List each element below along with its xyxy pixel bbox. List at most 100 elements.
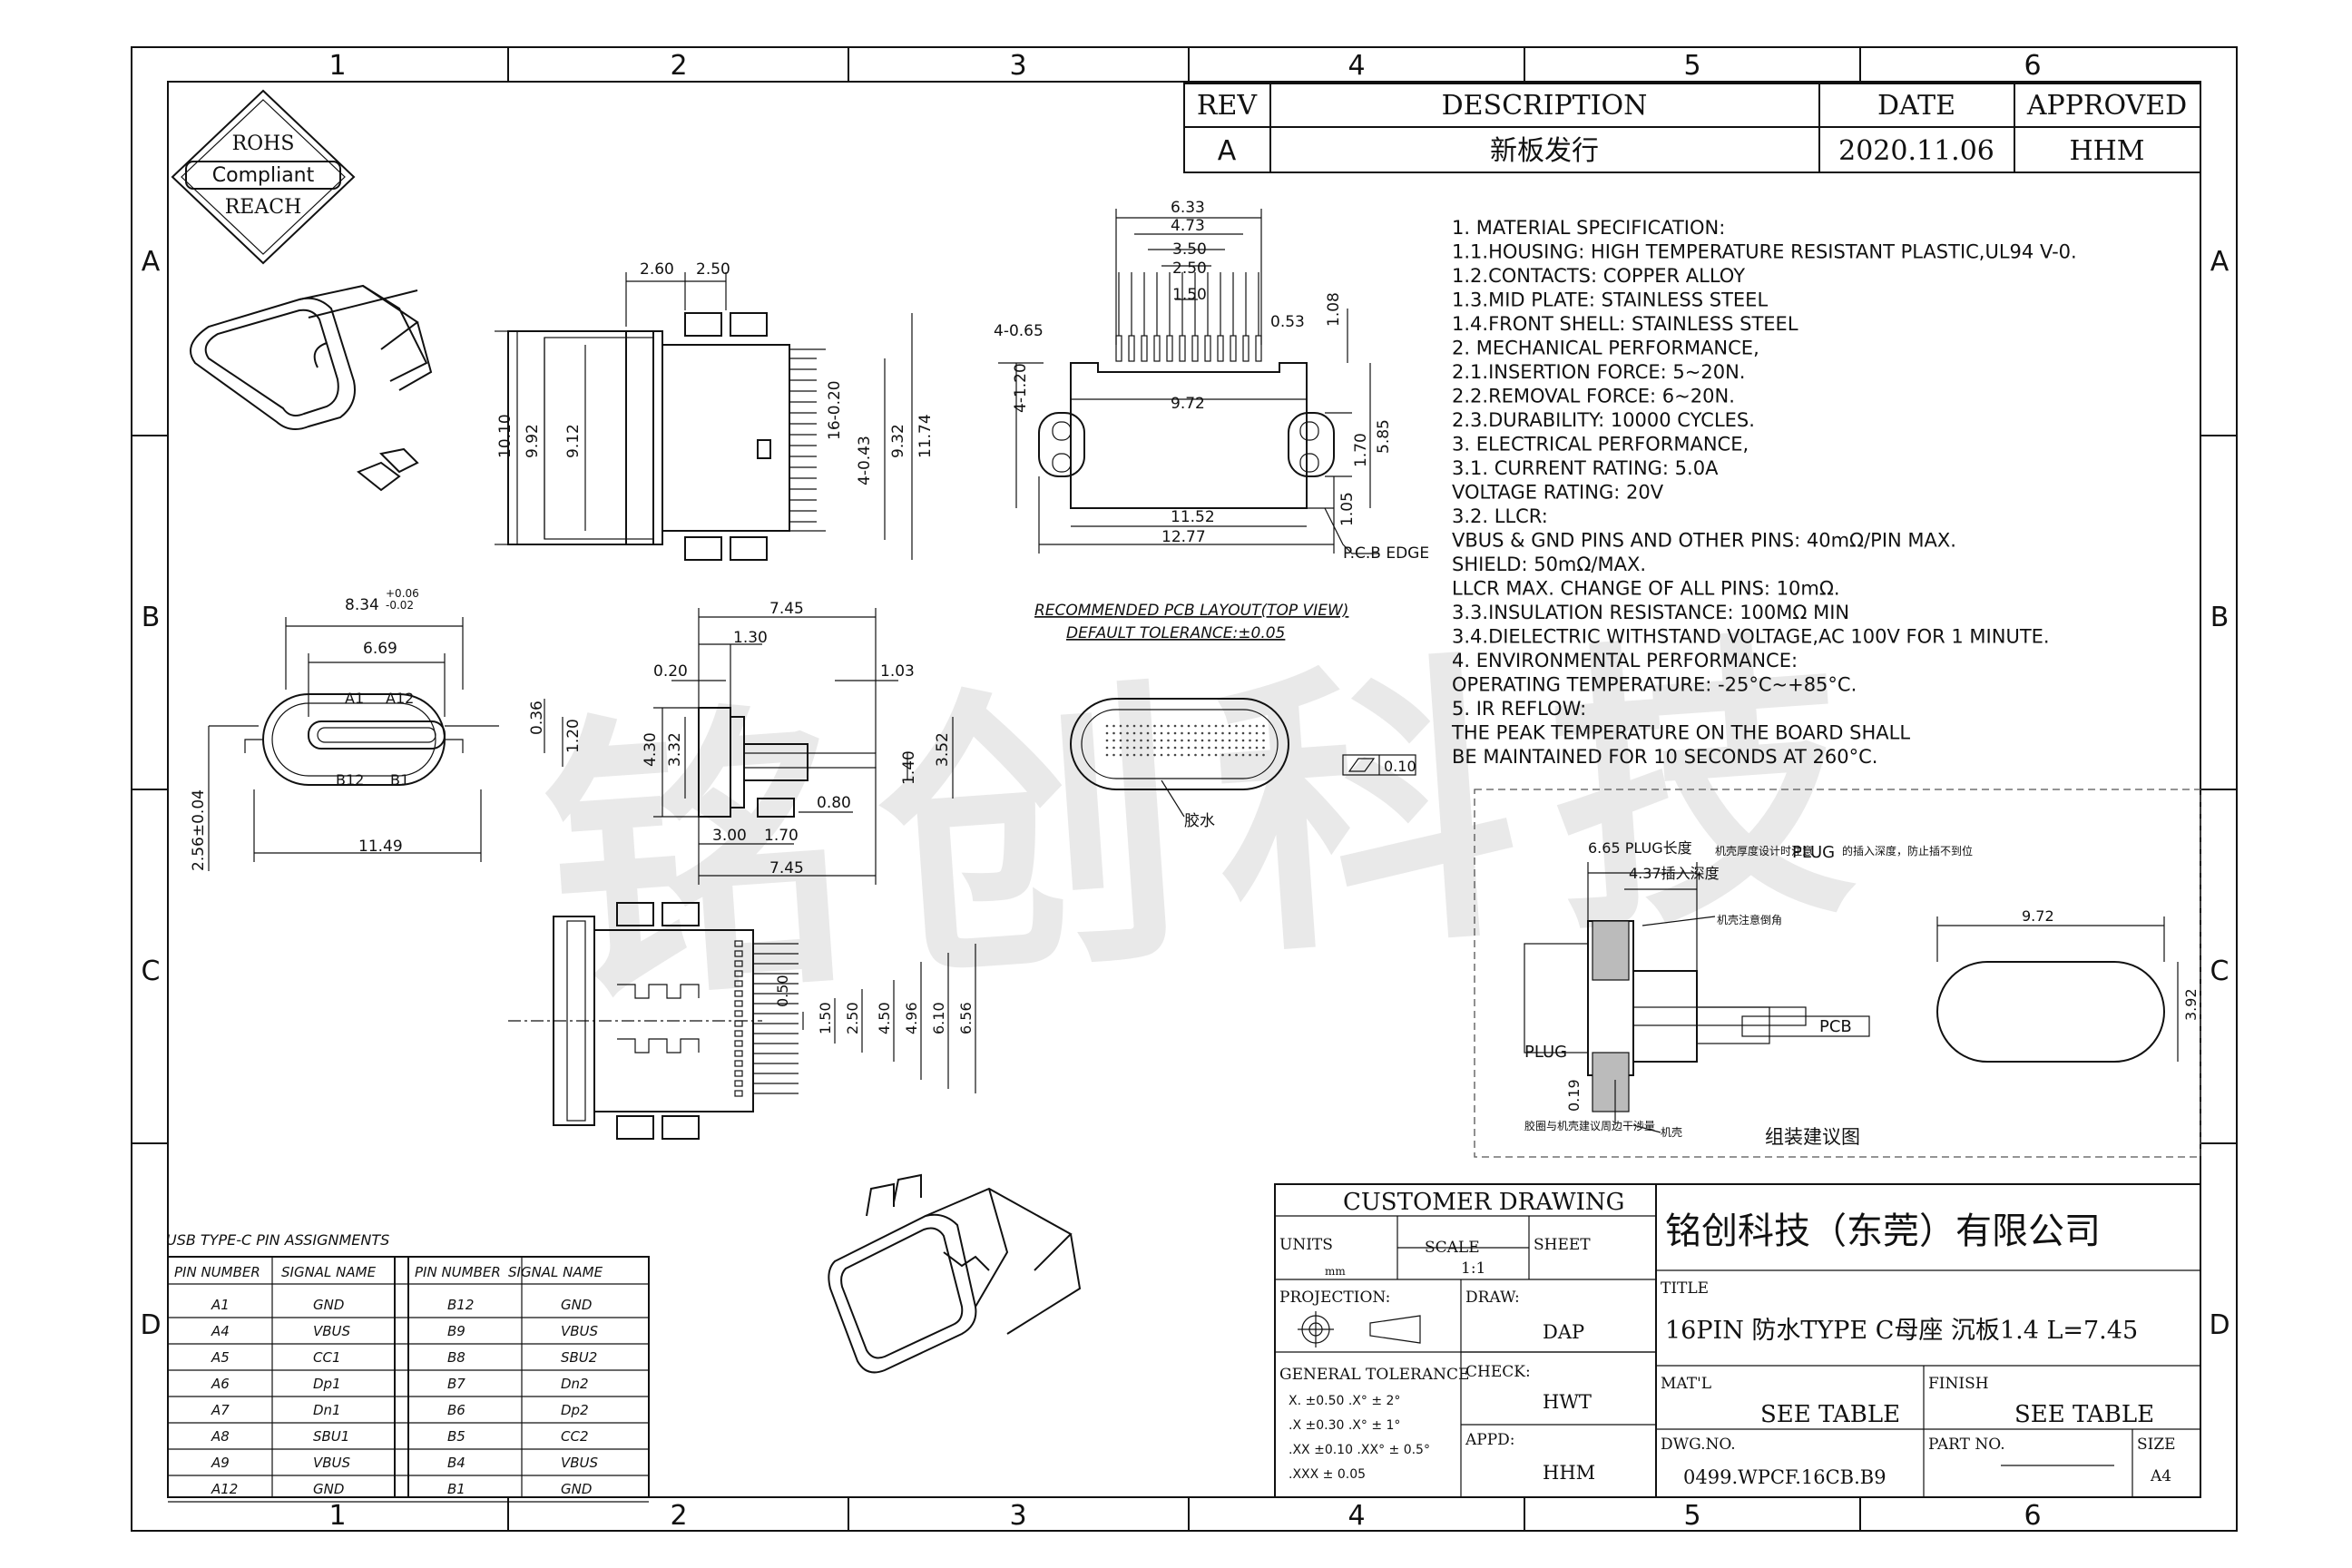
iso-view-top <box>190 284 433 492</box>
spec-line: OPERATING TEMPERATURE: -25°C~+85°C. <box>1452 674 1857 696</box>
dim: 4.96 <box>903 1002 920 1034</box>
revision-table: REV DESCRIPTION DATE APPROVED A 新板发行 202… <box>1183 83 2201 173</box>
dim-tol: -0.02 <box>386 599 414 612</box>
row-label: B <box>142 602 161 633</box>
dim: 3.00 <box>712 827 747 845</box>
company-name: 铭创科技（东莞）有限公司 <box>1665 1210 2101 1252</box>
badge-line1: ROHS <box>232 132 295 155</box>
assembly-view: 6.65 PLUG长度 4.37插入深度 机壳厚度设计时注意 的插入深度，防止插… <box>1474 789 2201 1158</box>
pin-cell: VBUS <box>313 1455 351 1471</box>
pin-cell: GND <box>313 1481 344 1497</box>
dim: 1.50 <box>817 1002 834 1034</box>
dim: 6.69 <box>363 640 397 658</box>
units-value: mm <box>1325 1265 1346 1278</box>
col-label: 1 <box>328 50 346 82</box>
draw-value: DAP <box>1543 1321 1584 1343</box>
pin-cell: B6 <box>447 1402 466 1418</box>
spec-line: 2. MECHANICAL PERFORMANCE, <box>1452 338 1759 359</box>
dim: 2.50 <box>844 1002 861 1034</box>
spec-line: 2.3.DURABILITY: 10000 CYCLES. <box>1452 409 1755 431</box>
dim: 1.70 <box>764 827 799 845</box>
plug-depth-label: 6.65 PLUG长度 <box>1588 839 1692 857</box>
dim: 9.32 <box>889 424 907 458</box>
finish-label: FINISH <box>1928 1375 1989 1393</box>
row-label: D <box>2209 1309 2230 1341</box>
height-dim: 3.92 <box>2182 988 2200 1021</box>
material-value: SEE TABLE <box>1760 1401 1900 1428</box>
bottom-view: 0.50 1.50 2.50 4.50 4.96 6.10 6.56 <box>508 902 976 1140</box>
pin-cell: Dp1 <box>313 1376 341 1392</box>
pin-cell: B7 <box>447 1376 466 1392</box>
dim: 0.20 <box>653 662 688 681</box>
spec-line: 2.1.INSERTION FORCE: 5~20N. <box>1452 361 1745 383</box>
dim: 4-0.43 <box>856 436 874 485</box>
glue-view: RECOMMENDED PCB LAYOUT(TOP VIEW) DEFAULT… <box>1034 602 1416 830</box>
row-label: C <box>142 956 161 987</box>
interference-note: 胶圈与机壳建议周边干涉量 <box>1524 1119 1655 1132</box>
plug-top-label: PLUG <box>1792 843 1835 862</box>
col-label: 5 <box>1683 1500 1700 1532</box>
spec-line: 1.4.FRONT SHELL: STAINLESS STEEL <box>1452 313 1798 335</box>
dim: 2.50 <box>696 260 730 279</box>
dim: 2.50 <box>1172 260 1207 278</box>
dim: 11.52 <box>1171 508 1215 526</box>
spec-line: 4. ENVIRONMENTAL PERFORMANCE: <box>1452 650 1798 671</box>
spec-line: VOLTAGE RATING: 20V <box>1452 482 1664 504</box>
tolerance-row: .XXX ± 0.05 <box>1289 1467 1366 1482</box>
appd-label: APPD: <box>1465 1431 1515 1449</box>
pin-cell: Dp2 <box>561 1402 589 1418</box>
pin-cell: B5 <box>447 1428 466 1445</box>
scale-label: SCALE <box>1425 1239 1480 1257</box>
dim: 10.10 <box>496 414 514 458</box>
size-label: SIZE <box>2137 1436 2176 1454</box>
pin-cell: GND <box>313 1297 344 1313</box>
top-view: 2.60 2.50 10.10 9.92 9.12 16-0.20 4-0.43… <box>495 260 935 561</box>
dim: 1.20 <box>564 719 583 753</box>
gap-dim: 0.19 <box>1565 1079 1583 1112</box>
pcb-label: PCB <box>1819 1017 1852 1036</box>
pin-cell: Dn1 <box>313 1402 341 1418</box>
dim: 3.50 <box>1172 240 1207 259</box>
dim: 4.50 <box>876 1002 893 1034</box>
dim: 4.30 <box>642 732 660 767</box>
date-value: 2020.11.06 <box>1838 135 1994 167</box>
pcb-layout: 6.33 4.73 3.50 2.50 1.50 0.53 1.08 4-0.6… <box>994 199 1429 563</box>
row-label: B <box>2210 602 2230 633</box>
frame-labels: 1 2 3 4 5 6 1 2 3 4 5 6 A B C D A B C D <box>140 50 2230 1532</box>
pin-cell: GND <box>561 1481 592 1497</box>
spec-line: VBUS & GND PINS AND OTHER PINS: 40mΩ/PIN… <box>1452 530 1956 552</box>
dim: 0.80 <box>817 794 851 812</box>
projection-label: PROJECTION: <box>1279 1289 1390 1307</box>
assembly-note: 机壳厚度设计时注意 <box>1715 844 1813 858</box>
draw-label: DRAW: <box>1465 1289 1520 1307</box>
dwg-label: DWG.NO. <box>1661 1436 1736 1454</box>
col-label: 5 <box>1683 50 1700 82</box>
spec-line: 1.1.HOUSING: HIGH TEMPERATURE RESISTANT … <box>1452 241 2077 263</box>
dim: 0.53 <box>1270 313 1305 331</box>
dim: 4-1.20 <box>1012 363 1030 413</box>
size-value: A4 <box>2150 1467 2171 1485</box>
tolerance-row: .XX ±0.10 .XX° ± 0.5° <box>1289 1443 1430 1457</box>
pin-cell: B9 <box>447 1323 466 1339</box>
pin-table-header: SIGNAL NAME <box>508 1264 603 1280</box>
dim: 6.10 <box>930 1002 947 1034</box>
dim: 11.74 <box>916 414 935 458</box>
check-value: HWT <box>1543 1391 1592 1413</box>
spec-line: 5. IR REFLOW: <box>1452 698 1586 720</box>
dim: 3.32 <box>666 732 684 767</box>
spec-line: SHIELD: 50mΩ/MAX. <box>1452 554 1646 575</box>
chamfer-note: 机壳注意倒角 <box>1717 913 1782 926</box>
spec-line: BE MAINTAINED FOR 10 SECONDS AT 260°C. <box>1452 746 1877 768</box>
pin-cell: A4 <box>211 1323 230 1339</box>
spec-line: 3.4.DIELECTRIC WITHSTAND VOLTAGE,AC 100V… <box>1452 626 2050 648</box>
pin-cell: VBUS <box>313 1323 351 1339</box>
pin-table-title: USB TYPE-C PIN ASSIGNMENTS <box>166 1231 389 1249</box>
dim: 1.03 <box>880 662 915 681</box>
pin-label: A1 <box>345 690 364 707</box>
dim: 1.50 <box>1172 286 1207 304</box>
finish-value: SEE TABLE <box>2014 1401 2154 1428</box>
pcb-layout-title: RECOMMENDED PCB LAYOUT(TOP VIEW) <box>1034 602 1348 620</box>
dim: 7.45 <box>769 600 804 618</box>
